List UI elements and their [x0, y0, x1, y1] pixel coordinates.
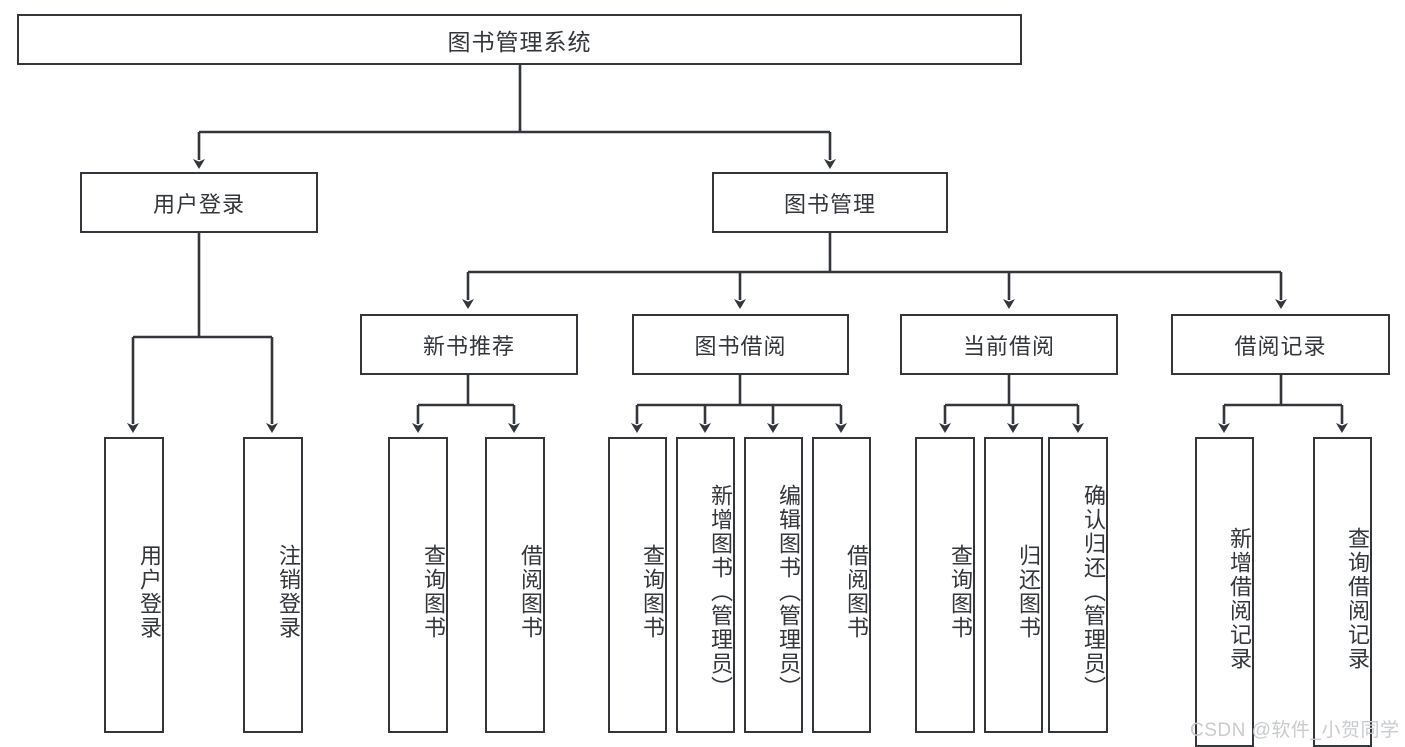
leaf-query-book-borrow[interactable]: 查询图书 — [608, 437, 667, 733]
leaf-borrow-book-recommend[interactable]: 借阅图书 — [485, 437, 545, 733]
leaf-edit-book-admin[interactable]: 编辑图书（管理员） — [744, 437, 803, 733]
leaf-return-book[interactable]: 归还图书 — [984, 437, 1043, 733]
leaf-user-login[interactable]: 用户登录 — [104, 437, 164, 733]
leaf-borrow-book[interactable]: 借阅图书 — [812, 437, 871, 733]
node-book-management[interactable]: 图书管理 — [712, 172, 948, 233]
leaf-add-book-admin[interactable]: 新增图书（管理员） — [676, 437, 735, 733]
leaf-add-borrow-record[interactable]: 新增借阅记录 — [1195, 437, 1254, 747]
node-current-borrow[interactable]: 当前借阅 — [900, 314, 1118, 375]
node-borrow-record[interactable]: 借阅记录 — [1171, 314, 1390, 375]
node-root-book-management-system[interactable]: 图书管理系统 — [17, 14, 1022, 65]
node-book-borrow[interactable]: 图书借阅 — [632, 314, 849, 375]
leaf-query-book-current[interactable]: 查询图书 — [915, 437, 975, 733]
leaf-query-borrow-record[interactable]: 查询借阅记录 — [1313, 437, 1372, 747]
node-user-login[interactable]: 用户登录 — [80, 172, 318, 233]
leaf-confirm-return-admin[interactable]: 确认归还（管理员） — [1048, 437, 1108, 733]
watermark-text: CSDN @软件_小贺同学 — [1190, 720, 1400, 741]
leaf-query-book-recommend[interactable]: 查询图书 — [388, 437, 448, 733]
node-new-book-recommend[interactable]: 新书推荐 — [360, 314, 578, 375]
leaf-logout[interactable]: 注销登录 — [243, 437, 303, 733]
